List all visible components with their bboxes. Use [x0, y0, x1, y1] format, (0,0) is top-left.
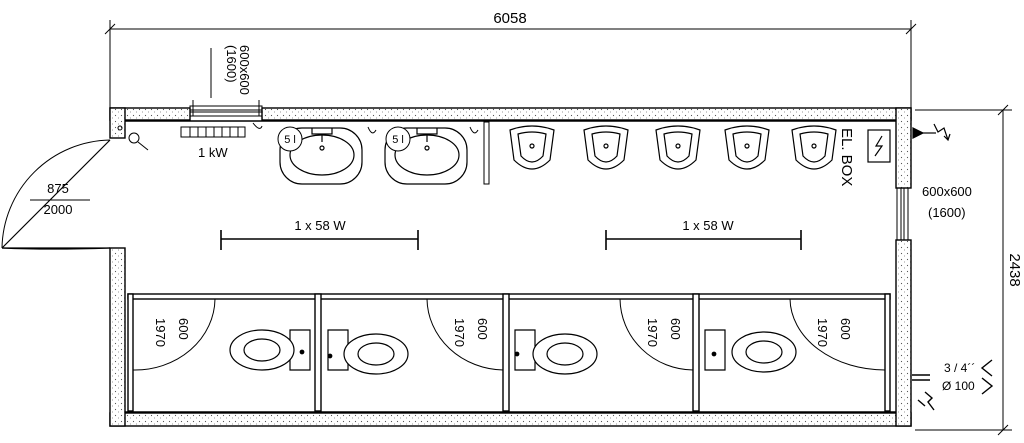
water-drain-connections [912, 359, 994, 411]
dimension-length [104, 20, 917, 108]
urinal-4 [724, 125, 770, 170]
stall-2-dims: 1970 600 [452, 318, 490, 347]
toilets [229, 329, 797, 375]
toilet-1 [229, 329, 311, 371]
urinal-5 [791, 125, 837, 170]
window-right-height: (1600) [928, 205, 966, 220]
width-label: 2438 [1006, 253, 1023, 286]
svg-text:1970: 1970 [645, 318, 660, 347]
toilet-3 [514, 329, 598, 375]
window-top [189, 48, 263, 117]
electric-box-icon [867, 129, 891, 163]
stall-doors[interactable] [132, 298, 886, 371]
stall-partitions [127, 293, 891, 412]
sink-2 [384, 127, 468, 185]
svg-text:1970: 1970 [452, 318, 467, 347]
socket-icon [252, 122, 263, 129]
window-right-size: 600x600 [922, 184, 972, 199]
drain-connection: Ø 100 [942, 379, 975, 393]
svg-text:1970: 1970 [815, 318, 830, 347]
svg-text:5 l: 5 l [392, 134, 404, 146]
window-top-size: 600x600 [237, 45, 252, 95]
urinals [509, 125, 837, 170]
electric-box-label: EL. BOX [838, 128, 855, 186]
svg-text:1970: 1970 [153, 318, 168, 347]
entrance-door[interactable] [1, 139, 111, 250]
heater-power: 1 kW [198, 145, 228, 160]
ceiling-light-right [605, 230, 802, 250]
door-height: 2000 [44, 202, 73, 217]
stall-4-dims: 1970 600 [815, 318, 853, 347]
svg-text:600: 600 [838, 318, 853, 340]
stall-1-dims: 1970 600 [153, 318, 191, 347]
door-width: 875 [47, 181, 69, 196]
boiler-2: 5 l [385, 126, 411, 152]
window-right [896, 187, 909, 241]
outer-walls [109, 107, 912, 427]
partition-wall [483, 121, 490, 185]
power-supply-icon [912, 123, 951, 142]
dimension-width [915, 104, 1012, 436]
sink-1 [279, 127, 363, 185]
urinal-1 [509, 125, 555, 170]
toilet-2 [327, 329, 409, 375]
svg-text:600: 600 [475, 318, 490, 340]
water-connection: 3 / 4´´ [944, 361, 975, 375]
light-right-label: 1 x 58 W [682, 218, 734, 233]
boiler-1: 5 l [277, 126, 303, 152]
length-label: 6058 [493, 10, 526, 27]
ceiling-light-left [220, 230, 419, 250]
urinal-3 [655, 125, 701, 170]
toilet-4 [704, 329, 797, 373]
svg-text:600: 600 [668, 318, 683, 340]
urinal-2 [583, 125, 629, 170]
svg-text:5 l: 5 l [284, 134, 296, 146]
light-left-label: 1 x 58 W [294, 218, 346, 233]
stall-3-dims: 1970 600 [645, 318, 683, 347]
heater-icon [180, 126, 246, 138]
svg-text:600: 600 [176, 318, 191, 340]
window-top-height: (1600) [224, 45, 239, 83]
light-switch-icon [117, 125, 149, 151]
